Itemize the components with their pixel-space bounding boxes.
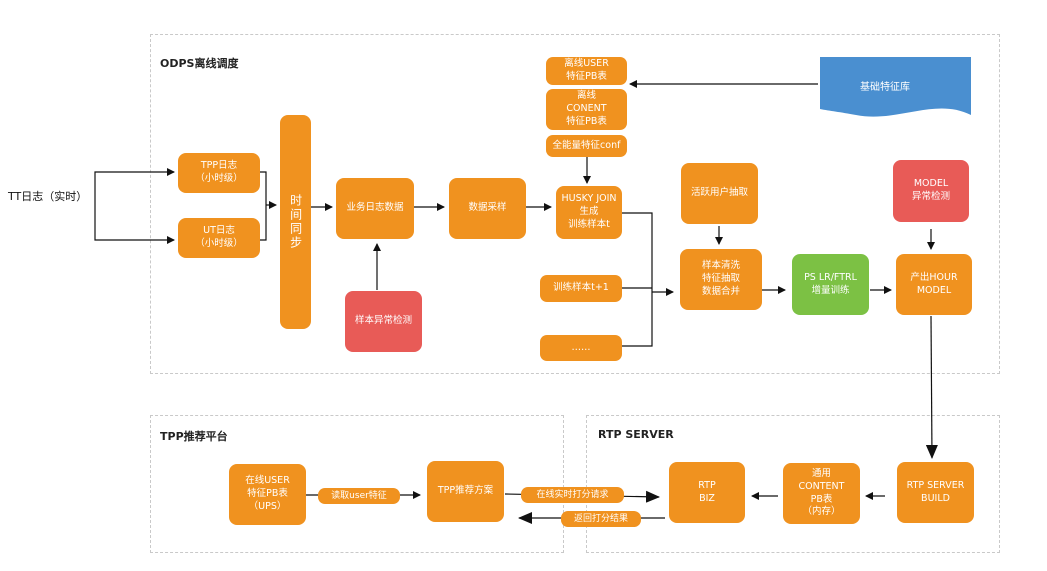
edge-tt-to-ut-log bbox=[94, 196, 175, 244]
edge-tt-to-tpp-log bbox=[94, 168, 175, 196]
edge-tpp-log-merge bbox=[260, 171, 267, 205]
tpp-region bbox=[150, 415, 564, 553]
edge-model-to-rtp-build bbox=[925, 315, 938, 459]
node-sample-check[interactable]: 样本异常检测 bbox=[345, 291, 422, 352]
node-full-feature-conf[interactable]: 全能量特征conf bbox=[546, 135, 627, 157]
node-base-feature-lib[interactable]: 基础特征库 bbox=[860, 82, 910, 93]
edge-label-read-user: 读取user特征 bbox=[318, 488, 400, 504]
node-tpp-log[interactable]: TPP日志 （小时级） bbox=[178, 153, 260, 193]
node-husky-join[interactable]: HUSKY JOIN 生成 训练样本t bbox=[556, 186, 622, 239]
node-model-check[interactable]: MODEL 异常检测 bbox=[893, 160, 969, 222]
node-content-pb[interactable]: 通用 CONTENT PB表 （内存） bbox=[783, 463, 860, 524]
node-tpp-plan[interactable]: TPP推荐方案 bbox=[427, 461, 504, 522]
rtp-region-title: RTP SERVER bbox=[598, 428, 674, 441]
node-rtp-biz[interactable]: RTP BIZ bbox=[669, 462, 745, 523]
node-online-user-pb[interactable]: 在线USER 特征PB表 （UPS） bbox=[229, 464, 306, 525]
node-train-sample-t1[interactable]: 训练样本t+1 bbox=[540, 275, 622, 302]
node-time-sync[interactable]: 时间同步 bbox=[280, 115, 311, 329]
tt-log-label: TT日志（实时） bbox=[8, 190, 88, 203]
edge-label-score-result: 返回打分结果 bbox=[561, 511, 641, 527]
node-ellipsis[interactable]: …… bbox=[540, 335, 622, 361]
node-active-user[interactable]: 活跃用户抽取 bbox=[681, 163, 758, 224]
node-ut-log[interactable]: UT日志 （小时级） bbox=[178, 218, 260, 258]
edge-samples-bracket bbox=[622, 212, 653, 347]
node-offline-content-pb[interactable]: 离线 CONENT 特征PB表 bbox=[546, 89, 627, 130]
node-data-sampling[interactable]: 数据采样 bbox=[449, 178, 526, 239]
edge-label-score-request: 在线实时打分请求 bbox=[521, 487, 624, 503]
tpp-region-title: TPP推荐平台 bbox=[160, 430, 228, 443]
edge-ut-log-merge bbox=[260, 205, 267, 241]
node-ps-training[interactable]: PS LR/FTRL 增量训练 bbox=[792, 254, 869, 315]
odps-region-title: ODPS离线调度 bbox=[160, 57, 239, 70]
node-offline-user-pb[interactable]: 离线USER 特征PB表 bbox=[546, 57, 627, 85]
node-rtp-build[interactable]: RTP SERVER BUILD bbox=[897, 462, 974, 523]
odps-region bbox=[150, 34, 1000, 374]
node-sample-clean[interactable]: 样本清洗 特征抽取 数据合并 bbox=[680, 249, 762, 310]
base-feature-lib-shape bbox=[820, 57, 971, 117]
node-biz-log[interactable]: 业务日志数据 bbox=[336, 178, 414, 239]
rtp-region bbox=[586, 415, 1000, 553]
node-hour-model[interactable]: 产出HOUR MODEL bbox=[896, 254, 972, 315]
